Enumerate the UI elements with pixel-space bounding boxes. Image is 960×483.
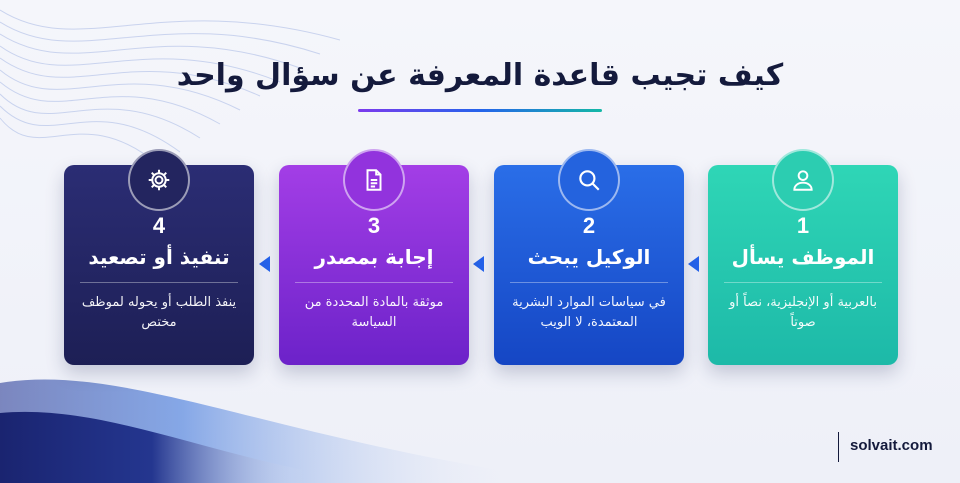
step-number: 3 bbox=[367, 213, 381, 238]
step-number: 4 bbox=[152, 213, 166, 238]
document-icon bbox=[343, 149, 405, 211]
card-divider bbox=[724, 282, 882, 283]
step-number: 2 bbox=[582, 213, 596, 238]
brand-divider bbox=[838, 432, 839, 462]
step-heading: الموظف يسأل bbox=[731, 245, 875, 269]
step-number: 1 bbox=[796, 213, 810, 238]
step-card-2: 2 الوكيل يبحث في سياسات الموارد البشرية … bbox=[494, 149, 684, 365]
step-description: في سياسات الموارد البشرية المعتمدة، لا ا… bbox=[512, 295, 666, 330]
page-title: كيف تجيب قاعدة المعرفة عن سؤال واحد bbox=[176, 58, 784, 93]
step-heading: تنفيذ أو تصعيد bbox=[88, 245, 230, 269]
decorative-bottom-wave bbox=[0, 379, 520, 483]
gear-icon bbox=[128, 149, 190, 211]
card-divider bbox=[295, 282, 453, 283]
card-divider bbox=[510, 282, 668, 283]
flow-arrow-icon bbox=[473, 256, 484, 272]
search-icon bbox=[558, 149, 620, 211]
step-card-3: 3 إجابة بمصدر موثقة بالمادة المحددة من ا… bbox=[279, 149, 469, 365]
step-description: بالعربية أو الإنجليزية، نصاً أو صوتاً bbox=[729, 295, 877, 330]
user-icon bbox=[772, 149, 834, 211]
flow-arrow-icon bbox=[259, 256, 270, 272]
flow-arrow-icon bbox=[688, 256, 699, 272]
step-heading: الوكيل يبحث bbox=[527, 245, 651, 269]
step-heading: إجابة بمصدر bbox=[314, 245, 434, 269]
step-description: ينفذ الطلب أو يحوله لموظف مختص bbox=[81, 295, 237, 330]
decorative-wave-lines bbox=[0, 9, 340, 167]
brand-logo: solvait.com bbox=[850, 437, 933, 454]
step-card-4: 4 تنفيذ أو تصعيد ينفذ الطلب أو يحوله لمو… bbox=[64, 149, 254, 365]
step-card-1: 1 الموظف يسأل بالعربية أو الإنجليزية، نص… bbox=[708, 149, 898, 365]
title-underline bbox=[358, 109, 602, 112]
card-divider bbox=[80, 282, 238, 283]
step-description: موثقة بالمادة المحددة من السياسة bbox=[304, 295, 444, 330]
